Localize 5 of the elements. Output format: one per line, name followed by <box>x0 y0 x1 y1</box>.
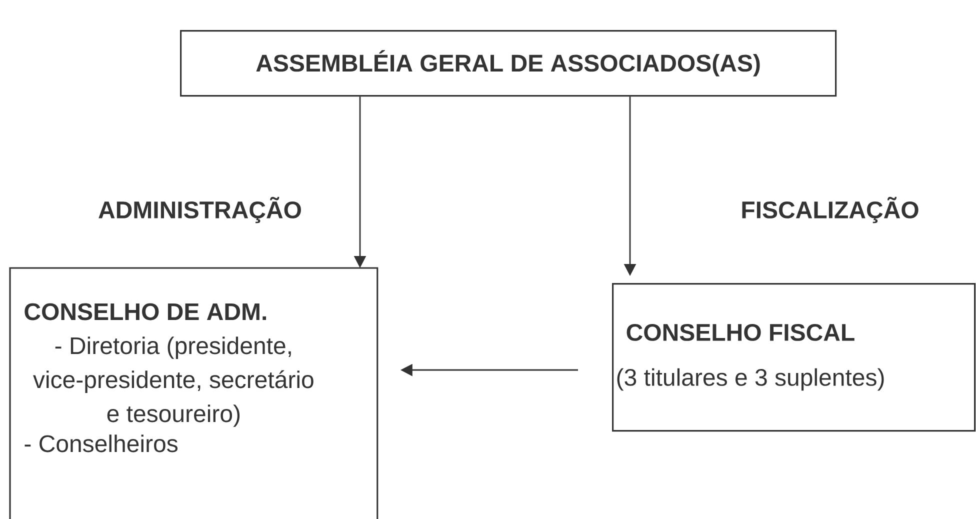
edge-label: FISCALIZAÇÃO <box>742 196 918 224</box>
council-box: CONSELHO FISCAL (3 titulares e 3 suplentes) <box>612 283 976 432</box>
edge-label: ADMINISTRAÇÃO <box>98 196 301 224</box>
assembly-box: ASSEMBLÉIA GERAL DE ASSOCIADOS(AS) <box>180 30 837 97</box>
council-box: CONSELHO DE ADM. - Diretoria (presidente, vice-presidente, secretário e tesoureiro) - Conselheiros <box>9 267 378 519</box>
